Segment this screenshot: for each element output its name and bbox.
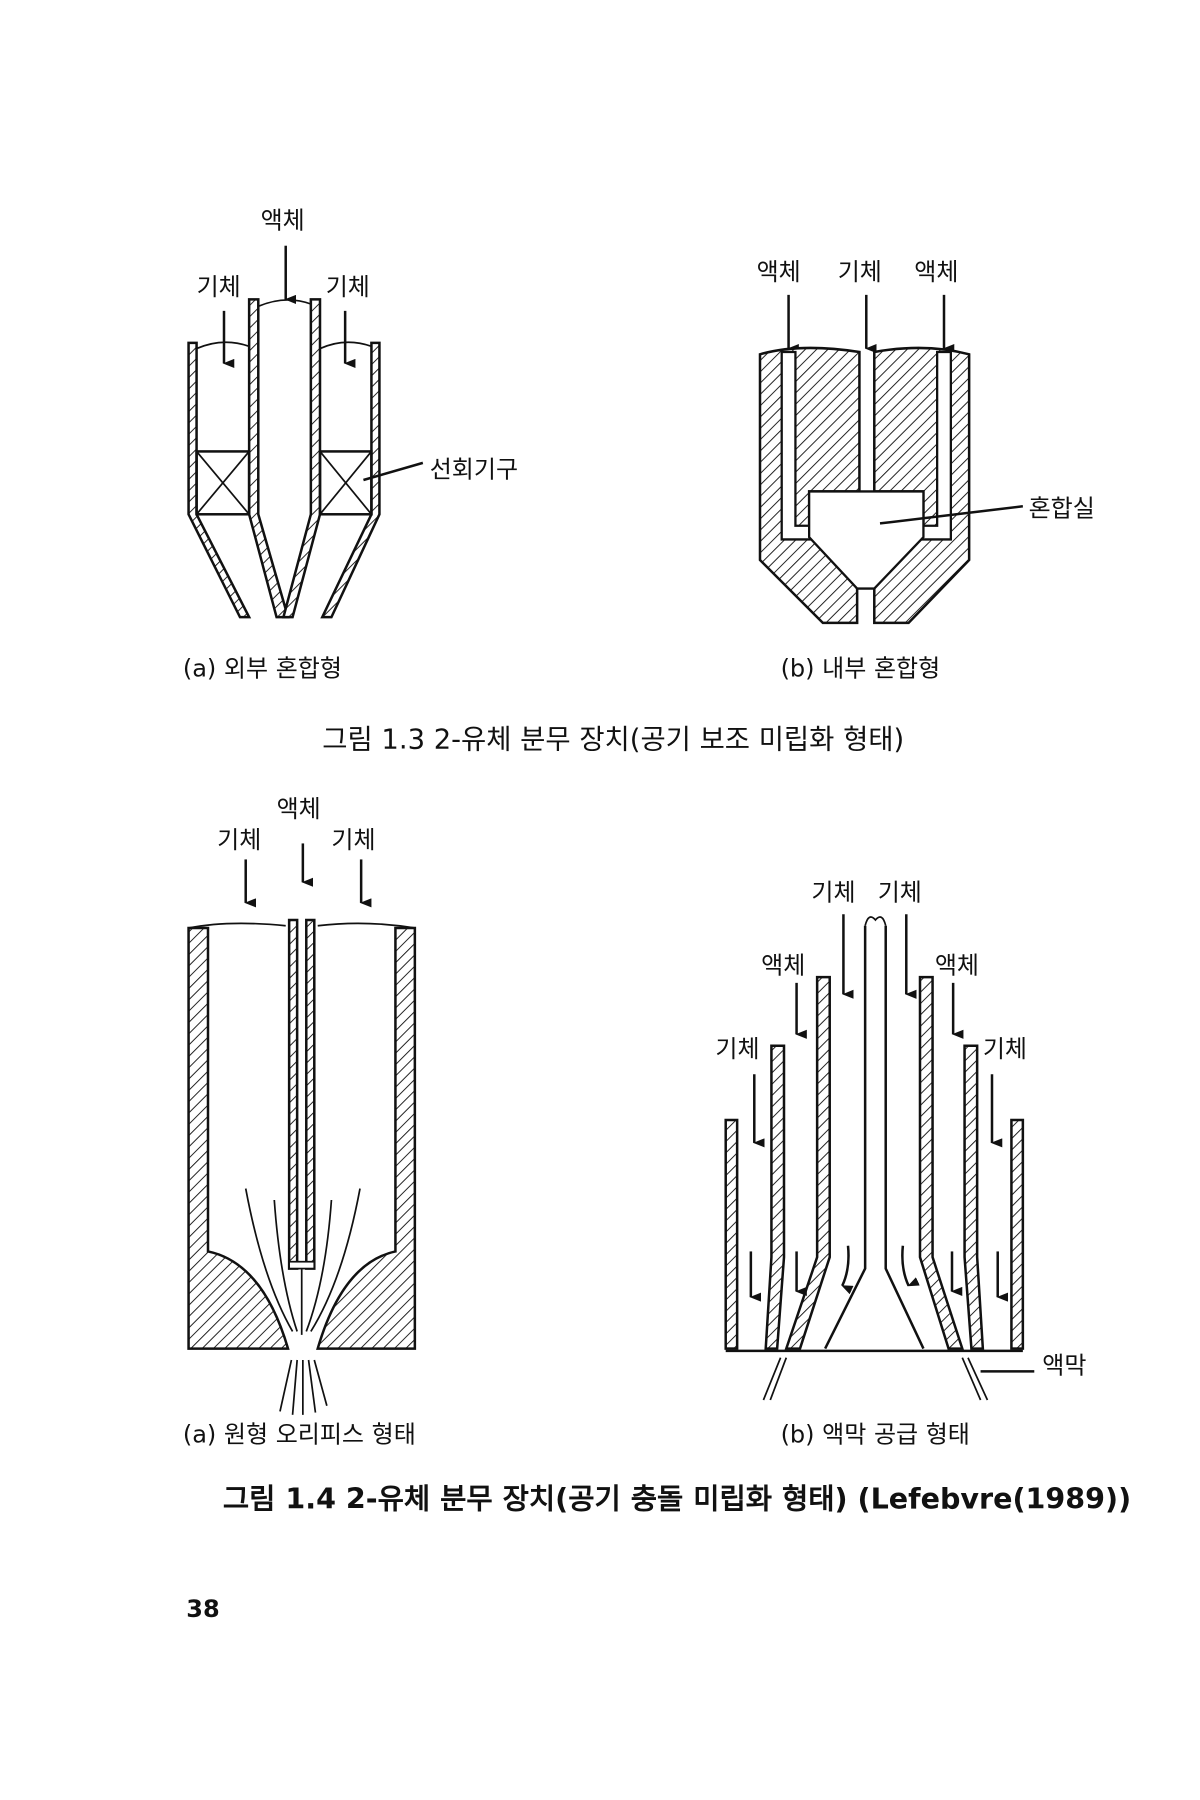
label-gas-right: 기체 bbox=[326, 273, 370, 301]
label-mixing-chamber: 혼합실 bbox=[1029, 495, 1095, 523]
wall-left bbox=[187, 926, 290, 1350]
label-gas: 기체 bbox=[838, 258, 882, 286]
swirler-left bbox=[195, 450, 251, 516]
label-gas-left: 기체 bbox=[197, 273, 241, 301]
outer-wall-left bbox=[187, 341, 252, 619]
caption-1-3a: (a) 외부 혼합형 bbox=[183, 655, 342, 683]
label-gas-right: 기체 bbox=[331, 826, 375, 854]
wall-right bbox=[316, 926, 417, 1350]
figure-1-4-caption: 그림 1.4 2-유체 분무 장치(공기 충돌 미립화 형태) (Lefebvr… bbox=[223, 1482, 1131, 1516]
label-gas-top-right: 기체 bbox=[878, 879, 922, 907]
center-tube-wall-right bbox=[281, 298, 322, 619]
figure-1-3a-external-mixing-diagram: 액체 기체 기체 선회기구 (a) 외부 혼합형 bbox=[183, 207, 518, 683]
flow-arrows bbox=[749, 914, 1008, 1302]
label-gas-top-left: 기체 bbox=[811, 879, 855, 907]
caption-1-4b: (b) 액막 공급 형태 bbox=[781, 1420, 970, 1448]
label-liquid-right: 액체 bbox=[935, 952, 979, 980]
label-gas-right: 기체 bbox=[983, 1035, 1027, 1063]
label-liquid-right: 액체 bbox=[914, 258, 958, 286]
caption-1-4a: (a) 원형 오리피스 형태 bbox=[183, 1420, 416, 1448]
caption-1-3b: (b) 내부 혼합형 bbox=[781, 655, 941, 683]
figure-1-4b-prefilming-diagram: 기체 기체 액체 액체 기체 기체 bbox=[715, 879, 1086, 1449]
center-tube-wall-left bbox=[247, 298, 290, 619]
page-number: 38 bbox=[186, 1595, 219, 1623]
spray-lines bbox=[279, 1359, 328, 1415]
label-liquid: 액체 bbox=[261, 207, 305, 235]
nozzle-body-right bbox=[873, 346, 971, 625]
label-liquid-left: 액체 bbox=[761, 952, 805, 980]
label-liquid-film: 액막 bbox=[1042, 1352, 1086, 1380]
nozzle-body-left bbox=[758, 346, 861, 625]
liquid-film-lines bbox=[762, 1357, 989, 1401]
flow-lines bbox=[244, 1188, 361, 1335]
label-gas-left: 기체 bbox=[715, 1035, 759, 1063]
figure-1-4a-plain-orifice-diagram: 액체 기체 기체 (a) 원형 오리피스 형태 bbox=[183, 795, 417, 1448]
figure-1-3b-internal-mixing-diagram: 액체 기체 액체 혼합실 (b) 내부 혼합형 bbox=[757, 258, 1095, 683]
label-liquid: 액체 bbox=[277, 795, 321, 823]
figure-1-3-caption: 그림 1.3 2-유체 분무 장치(공기 보조 미립화 형태) bbox=[322, 725, 904, 756]
label-liquid-left: 액체 bbox=[757, 258, 801, 286]
label-swirler: 선회기구 bbox=[430, 456, 518, 484]
swirler-right bbox=[318, 450, 373, 516]
label-gas-left: 기체 bbox=[217, 826, 261, 854]
